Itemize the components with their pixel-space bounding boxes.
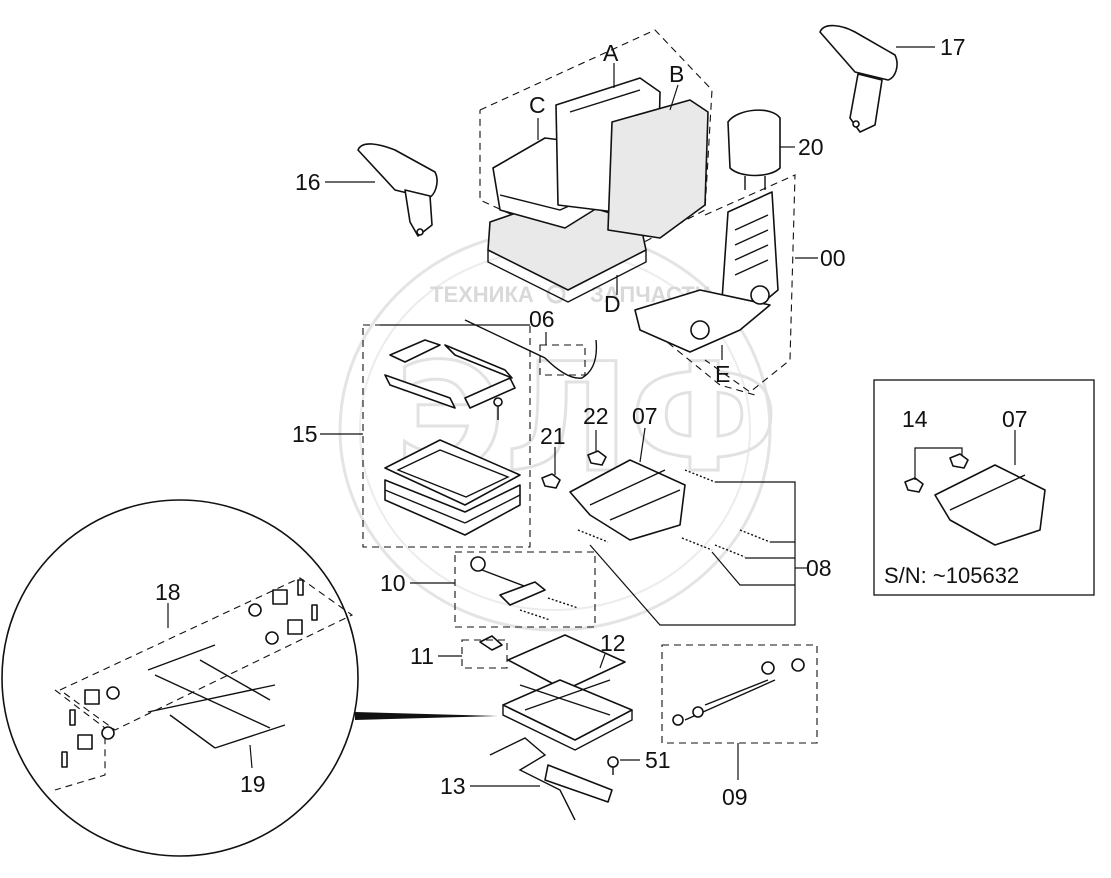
serial-note: S/N: ~105632 <box>884 563 1019 588</box>
scissor-suspension <box>502 634 633 751</box>
label-21: 21 <box>540 423 566 449</box>
label-a: A <box>603 40 619 66</box>
detail-pointer <box>355 712 498 720</box>
detail-group-19-outline <box>54 689 106 791</box>
label-10: 10 <box>380 570 406 596</box>
handle-lever <box>489 737 619 821</box>
label-d: D <box>604 291 621 317</box>
label-22: 22 <box>583 403 609 429</box>
label-e: E <box>715 361 730 387</box>
springs <box>577 469 796 626</box>
backrest-cover-b <box>607 99 709 239</box>
label-16: 16 <box>295 169 321 195</box>
watermark-text-left: ТЕХНИКА <box>430 282 534 307</box>
label-07: 07 <box>632 403 658 429</box>
damper <box>672 658 805 726</box>
serial-inset-box <box>873 379 1095 596</box>
bracket-11 <box>461 635 508 669</box>
label-06: 06 <box>529 306 555 332</box>
headrest <box>727 109 781 190</box>
gear-icon <box>546 284 566 304</box>
label-00: 00 <box>820 245 846 271</box>
slide-rails <box>384 339 516 420</box>
group-09-outline <box>661 644 818 744</box>
suspension-bellows <box>384 439 521 536</box>
inset-label-14: 14 <box>902 406 928 432</box>
inset-label-07: 07 <box>1002 406 1028 432</box>
label-13: 13 <box>440 773 466 799</box>
armrest-right <box>819 24 898 133</box>
frame-group-outline <box>704 174 796 393</box>
label-17: 17 <box>940 34 966 60</box>
label-b: B <box>669 61 684 87</box>
detail-group-18-outline <box>59 577 354 731</box>
seat-cushion-d <box>487 197 647 303</box>
leader-lines <box>167 46 935 787</box>
seat-group-outline <box>479 29 713 261</box>
scissor-arms <box>147 644 286 749</box>
label-c: C <box>529 92 546 118</box>
bushings <box>61 579 318 768</box>
label-51: 51 <box>645 747 671 773</box>
cable <box>464 319 598 379</box>
seat-frame <box>634 191 779 353</box>
label-15: 15 <box>292 421 318 447</box>
label-19: 19 <box>240 771 266 797</box>
inset-leader-14 <box>914 447 963 480</box>
label-09: 09 <box>722 784 748 810</box>
cap-21 <box>541 473 561 489</box>
adjuster-assembly <box>470 556 579 621</box>
label-12: 12 <box>600 630 626 656</box>
group-15-outline <box>362 324 531 548</box>
detail-circle <box>1 499 359 857</box>
label-20: 20 <box>798 134 824 160</box>
lever-bracket <box>569 459 686 541</box>
inset-lever-bracket <box>904 453 1046 546</box>
label-11: 11 <box>410 643 434 669</box>
callout-labels: A B C D E 00 06 07 08 09 10 11 12 13 15 … <box>155 34 1028 810</box>
armrest-left <box>357 143 438 237</box>
label-18: 18 <box>155 579 181 605</box>
label-08: 08 <box>806 555 832 581</box>
